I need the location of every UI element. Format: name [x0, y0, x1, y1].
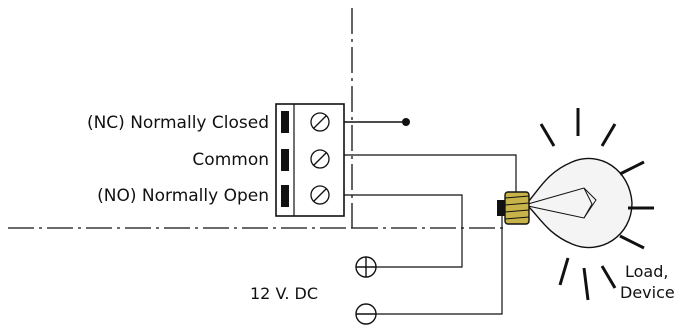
common-label: Common — [192, 150, 269, 170]
load-label-line1: Load, — [625, 262, 668, 281]
terminal-markers — [281, 111, 289, 207]
nc-label: (NC) Normally Closed — [87, 113, 269, 133]
load-label-line2: Device — [620, 283, 675, 302]
enclosure-boundary — [8, 8, 506, 229]
screw-nc-icon — [310, 112, 330, 132]
negative-terminal-icon — [355, 303, 377, 325]
supply-label: 12 V. DC — [250, 284, 318, 303]
common-wire — [344, 154, 517, 194]
positive-terminal-icon — [355, 256, 377, 278]
no-label: (NO) Normally Open — [97, 186, 269, 206]
light-bulb-icon — [497, 157, 633, 249]
nc-wire-end-dot — [402, 118, 410, 126]
screw-common-icon — [310, 149, 330, 169]
negative-wire — [376, 210, 503, 315]
light-rays — [539, 108, 654, 301]
no-wire — [344, 194, 463, 268]
screw-no-icon — [310, 185, 330, 205]
